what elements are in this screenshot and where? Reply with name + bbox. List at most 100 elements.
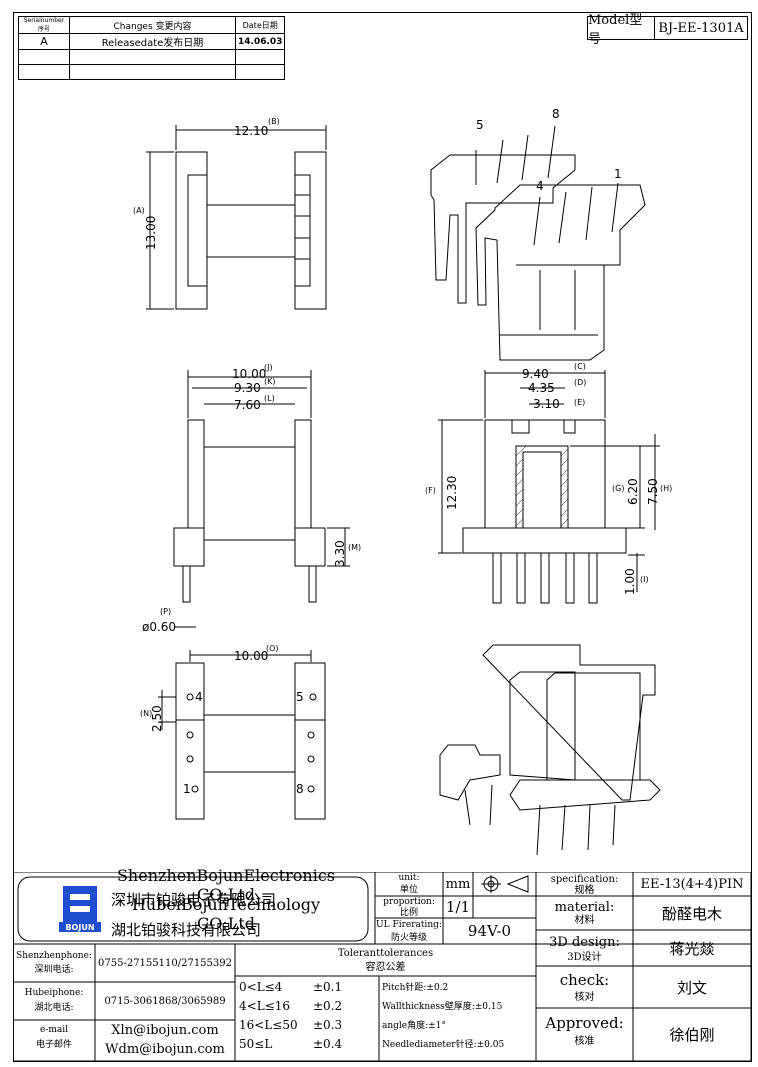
side-view-pin-right bbox=[308, 565, 317, 603]
ul-value: 94V-0 bbox=[467, 922, 512, 940]
approved-value: 徐伯刚 bbox=[669, 1026, 715, 1044]
company-cn-sz: 深圳市铂骏电子有限公司 bbox=[111, 890, 277, 909]
material-value: 酚醛电木 bbox=[661, 904, 722, 923]
model-box: Model型号 BJ-EE-1301A bbox=[587, 13, 748, 47]
bojun-logo-icon bbox=[59, 886, 101, 932]
ul-cn: 防火等级 bbox=[390, 932, 427, 943]
bottom-pin-1: 1 bbox=[183, 782, 191, 796]
design-cn: 3D设计 bbox=[567, 951, 602, 963]
material-label: material: bbox=[554, 899, 615, 915]
tolerance-title: Toleranttolerances bbox=[337, 947, 434, 959]
dim-b-value: 12.10 bbox=[234, 124, 268, 138]
dim-p-tag: (P) bbox=[160, 607, 171, 616]
pin-label-5: 5 bbox=[476, 118, 484, 132]
dim-g-tag: (G) bbox=[612, 484, 624, 493]
check-value: 刘文 bbox=[676, 978, 707, 997]
dim-d-tag: (D) bbox=[574, 378, 586, 387]
dim-j-value: 10.00 bbox=[232, 367, 266, 381]
tol-note-angle: angle角度:±1° bbox=[382, 1020, 446, 1031]
email-value-2: Wdm@ibojun.com bbox=[105, 1041, 225, 1057]
dim-h-tag: (H) bbox=[660, 484, 672, 493]
title-block-grid bbox=[13, 872, 752, 1062]
check-cn: 核对 bbox=[574, 991, 595, 1003]
sz-phone-value: 0755-27155110/27155392 bbox=[98, 957, 232, 969]
approved-label: Approved: bbox=[545, 1014, 624, 1032]
dim-f-value: 12.30 bbox=[445, 476, 459, 510]
bottom-pin-5: 5 bbox=[296, 690, 304, 704]
dim-b-tag: (B) bbox=[268, 117, 280, 126]
dim-l-value: 7.60 bbox=[234, 398, 261, 412]
rev-empty-cell bbox=[234, 64, 286, 80]
dim-f-tag: (F) bbox=[425, 486, 436, 495]
dim-o-value: 10.00 bbox=[234, 649, 268, 663]
tol-value-3: ±0.3 bbox=[313, 1018, 343, 1032]
revision-table: Serialnumber序号 Changes 变更内容 Date日期 A Rel… bbox=[18, 16, 286, 80]
dim-c-tag: (C) bbox=[574, 362, 586, 371]
hb-phone-cn: 湖北电话: bbox=[34, 1003, 74, 1013]
dim-i-tag: (I) bbox=[640, 575, 649, 584]
tol-range-4: 50≤L bbox=[239, 1037, 273, 1051]
iso-view-top bbox=[430, 125, 646, 361]
dim-g-value: 6.20 bbox=[626, 478, 640, 505]
hb-phone-value: 0715-3061868/3065989 bbox=[104, 995, 226, 1007]
dim-a-value: 13.00 bbox=[144, 216, 158, 250]
unit-cn: 单位 bbox=[399, 885, 418, 895]
side-view-base-right bbox=[294, 527, 326, 567]
spec-value: EE-13(4+4)PIN bbox=[640, 876, 744, 892]
proportion-label: proportion: bbox=[383, 896, 435, 907]
pin-label-4: 4 bbox=[536, 179, 544, 193]
title-block: BOJUN ShenzhenBojunElectronics CO;Ltd 深圳… bbox=[13, 866, 752, 1062]
tolerance-cn: 容忍公差 bbox=[365, 961, 406, 973]
tol-value-4: ±0.4 bbox=[313, 1037, 343, 1051]
side-view bbox=[173, 370, 350, 628]
dim-d-value: 4.35 bbox=[528, 381, 555, 395]
top-view bbox=[146, 125, 327, 310]
tol-value-1: ±0.1 bbox=[313, 980, 343, 994]
dim-k-tag: (K) bbox=[264, 377, 276, 386]
company-cn-hb: 湖北铂骏科技有限公司 bbox=[111, 920, 262, 939]
bottom-pin-8: 8 bbox=[296, 782, 304, 796]
spec-cn: 规格 bbox=[574, 885, 595, 896]
dim-j-tag: (J) bbox=[264, 363, 273, 372]
side-view-base-left bbox=[173, 527, 205, 567]
tol-range-2: 4<L≤16 bbox=[239, 999, 290, 1013]
front-view bbox=[438, 370, 660, 604]
spec-label: specification: bbox=[550, 874, 619, 885]
front-view-window bbox=[515, 445, 569, 529]
email-label: e-mail bbox=[39, 1025, 69, 1035]
dim-m-value: 3.30 bbox=[333, 540, 347, 567]
model-value: BJ-EE-1301A bbox=[658, 20, 744, 36]
tol-range-3: 16<L≤50 bbox=[239, 1018, 298, 1032]
side-view-wall-left bbox=[187, 419, 205, 529]
top-view-flange-left bbox=[175, 151, 208, 310]
hb-phone-label: Hubeiphone: bbox=[24, 988, 84, 998]
dim-o-tag: (O) bbox=[266, 644, 279, 653]
pin-label-8: 8 bbox=[552, 107, 560, 121]
dim-i-value: 1.00 bbox=[623, 568, 637, 595]
dim-k-value: 9.30 bbox=[234, 381, 261, 395]
tol-value-2: ±0.2 bbox=[313, 999, 343, 1013]
design-label: 3D design: bbox=[549, 934, 620, 950]
side-view-wall-right bbox=[294, 419, 312, 529]
dim-a-tag: (A) bbox=[133, 206, 145, 215]
ul-label: UL Firerating: bbox=[376, 919, 442, 930]
logo-text: BOJUN bbox=[65, 922, 95, 932]
bottom-view-right bbox=[294, 662, 326, 820]
dim-n-tag: (N) bbox=[140, 709, 152, 718]
dim-e-value: 3.10 bbox=[533, 397, 560, 411]
dim-p-value: ø0.60 bbox=[142, 620, 176, 634]
email-cn: 电子邮件 bbox=[35, 1040, 72, 1050]
check-label: check: bbox=[559, 971, 610, 989]
dim-e-tag: (E) bbox=[574, 398, 585, 407]
top-view-flange-right-inner bbox=[294, 174, 311, 287]
dim-h-value: 7.50 bbox=[646, 478, 660, 505]
side-view-pin-left bbox=[182, 565, 191, 603]
front-view-base bbox=[462, 527, 627, 554]
bottom-view bbox=[158, 650, 326, 820]
tol-note-wall: Wallthickness壁厚度:±0.15 bbox=[382, 1001, 503, 1012]
proportion-cn: 比例 bbox=[399, 907, 418, 918]
tol-note-needle: Needlediameter针径:±0.05 bbox=[382, 1039, 505, 1050]
unit-value: mm bbox=[445, 876, 471, 892]
iso-view-bottom bbox=[439, 644, 661, 856]
technical-drawing: 12.10 (B) (A) 13.00 5 8 4 1 10.00 (J) 9.… bbox=[133, 107, 672, 856]
